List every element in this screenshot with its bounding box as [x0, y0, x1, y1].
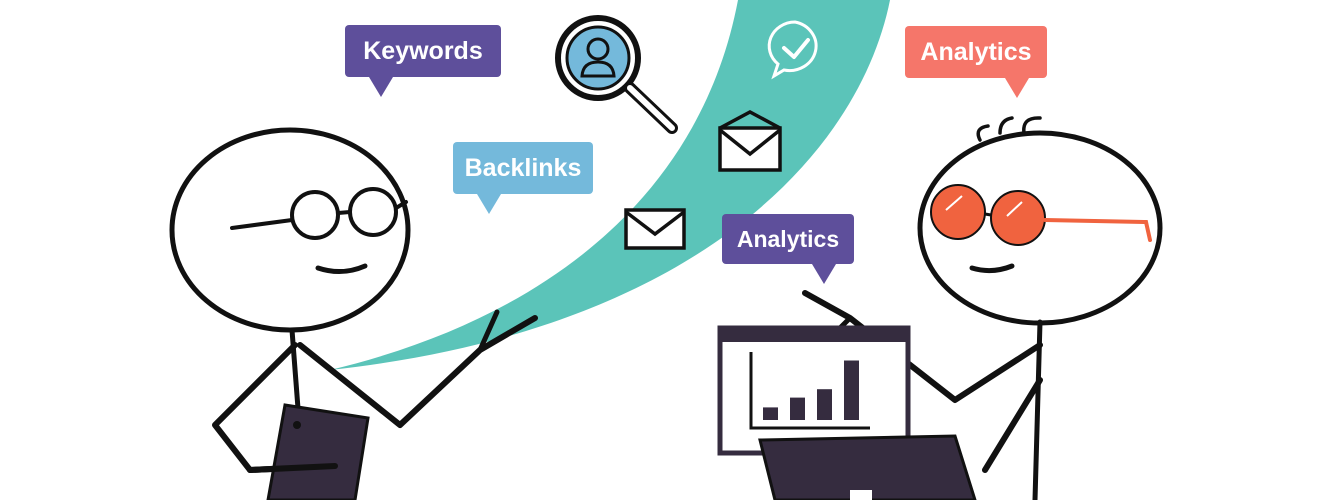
chart-bar [817, 389, 832, 420]
magnifier-user-icon [555, 15, 678, 134]
chart-bar [790, 397, 805, 420]
chart-bars [763, 360, 859, 420]
analytics-top-label: Analytics [920, 38, 1032, 66]
keywords-label: Keywords [363, 37, 483, 65]
analytics-mid-bubble: Analytics [722, 214, 854, 284]
left-person-head [169, 127, 411, 333]
left-person-arm-right [297, 315, 538, 428]
sunglasses-icon [930, 184, 1152, 246]
chart-bar [763, 407, 778, 420]
analytics-top-bubble: Analytics [905, 26, 1047, 98]
backlinks-label: Backlinks [464, 154, 582, 182]
backlinks-bubble: Backlinks [453, 142, 593, 214]
teal-swoosh [330, 0, 890, 370]
right-person-body [1032, 319, 1043, 500]
monitor-chart [717, 325, 911, 456]
right-person-smile [969, 263, 1015, 274]
envelope-icon [624, 208, 686, 250]
envelope-icon [718, 110, 782, 172]
left-person-smile [315, 263, 368, 274]
round-glasses-icon [230, 187, 408, 240]
hair-strands [976, 116, 1042, 142]
tablet-device [266, 403, 370, 500]
chart-bar [844, 360, 859, 420]
right-person-arm-laptop [982, 377, 1043, 473]
keywords-bubble: Keywords [345, 25, 501, 97]
analytics-mid-label: Analytics [736, 226, 840, 252]
check-chat-icon [767, 20, 818, 80]
laptop-device [758, 434, 977, 500]
